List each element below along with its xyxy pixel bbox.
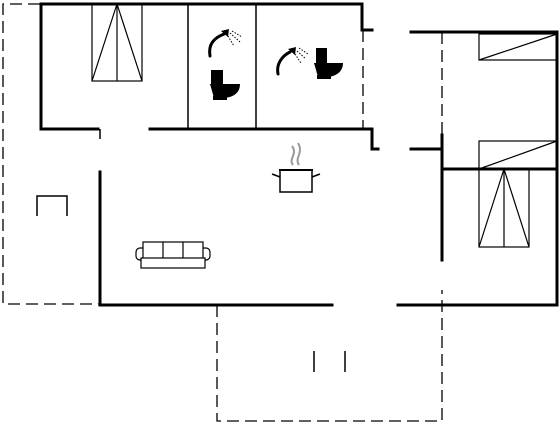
shower-icon	[208, 29, 243, 58]
bunk-bed-icon	[478, 33, 558, 61]
toilet-icon	[314, 48, 343, 79]
partitions	[99, 4, 257, 139]
single-bed-icon	[478, 140, 558, 248]
sofa-icon	[135, 241, 211, 269]
wall-corridor-right	[370, 127, 380, 151]
cooking-pot-icon	[271, 142, 321, 193]
wall-left-upper	[39, 2, 100, 131]
veranda-outline	[2, 3, 100, 305]
outdoor-outlines	[2, 3, 443, 422]
terrace-outline	[216, 290, 443, 422]
wall-bedroom-top	[409, 30, 559, 307]
toilet-icon	[210, 70, 240, 100]
single-bed-icon	[91, 3, 143, 82]
wall-top-left	[39, 2, 374, 32]
steps-icon	[313, 351, 346, 372]
shower-icon	[276, 47, 309, 76]
table-icon	[36, 195, 68, 216]
